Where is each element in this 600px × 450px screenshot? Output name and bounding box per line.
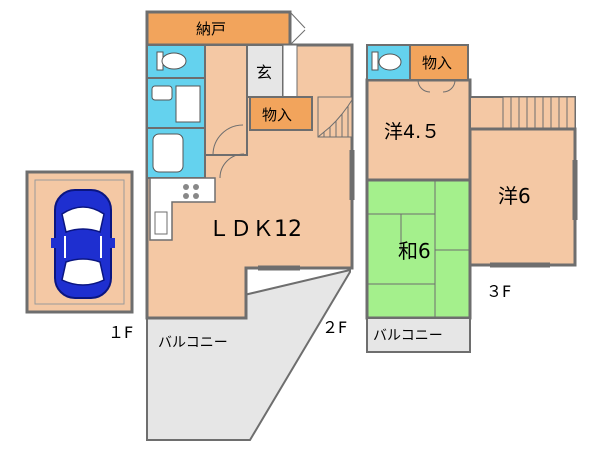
toilet-icon (371, 51, 402, 71)
ldk-label: ＬＤＫ12 (208, 217, 302, 242)
balcony-3f (366, 317, 471, 353)
toilet-icon (156, 51, 187, 71)
door-swing (417, 79, 456, 93)
washroom-2f (146, 77, 206, 129)
western-room-6 (468, 127, 577, 267)
bathroom-2f (146, 127, 206, 179)
balcony-3f-label: バルコニー (373, 328, 443, 344)
western-room-4-5 (365, 78, 472, 182)
shoe-cabinet (282, 44, 298, 98)
closet-3f (409, 44, 469, 81)
storage-nando-label: 納戸 (196, 20, 226, 38)
stairs-icon (502, 96, 576, 130)
stairs-icon (317, 96, 353, 138)
door-swing (212, 124, 245, 179)
car-icon (51, 189, 115, 299)
japanese-room-6 (365, 178, 472, 320)
window-marks-2f (258, 150, 355, 271)
entrance-label: 玄 (256, 63, 272, 82)
japanese-room-label: 和6 (398, 239, 431, 263)
western-room-4-5-label: 洋4.５ (384, 121, 440, 143)
closet-2f (249, 96, 313, 131)
closet-3f-label: 物入 (422, 54, 452, 72)
window-marks-3f (490, 160, 578, 268)
hallway-2f (204, 44, 248, 156)
stove-icon (183, 184, 199, 199)
closet-2f-label: 物入 (262, 106, 292, 124)
floor-label-2f: ２F (322, 318, 347, 337)
kitchen-counter (149, 177, 216, 241)
floor-label-3f: ３F (486, 282, 511, 301)
balcony-2f-label: バルコニー (158, 335, 228, 351)
door-swing (289, 11, 306, 46)
floor-label-1f: １F (108, 323, 133, 342)
western-room-6-label: 洋6 (498, 184, 531, 208)
